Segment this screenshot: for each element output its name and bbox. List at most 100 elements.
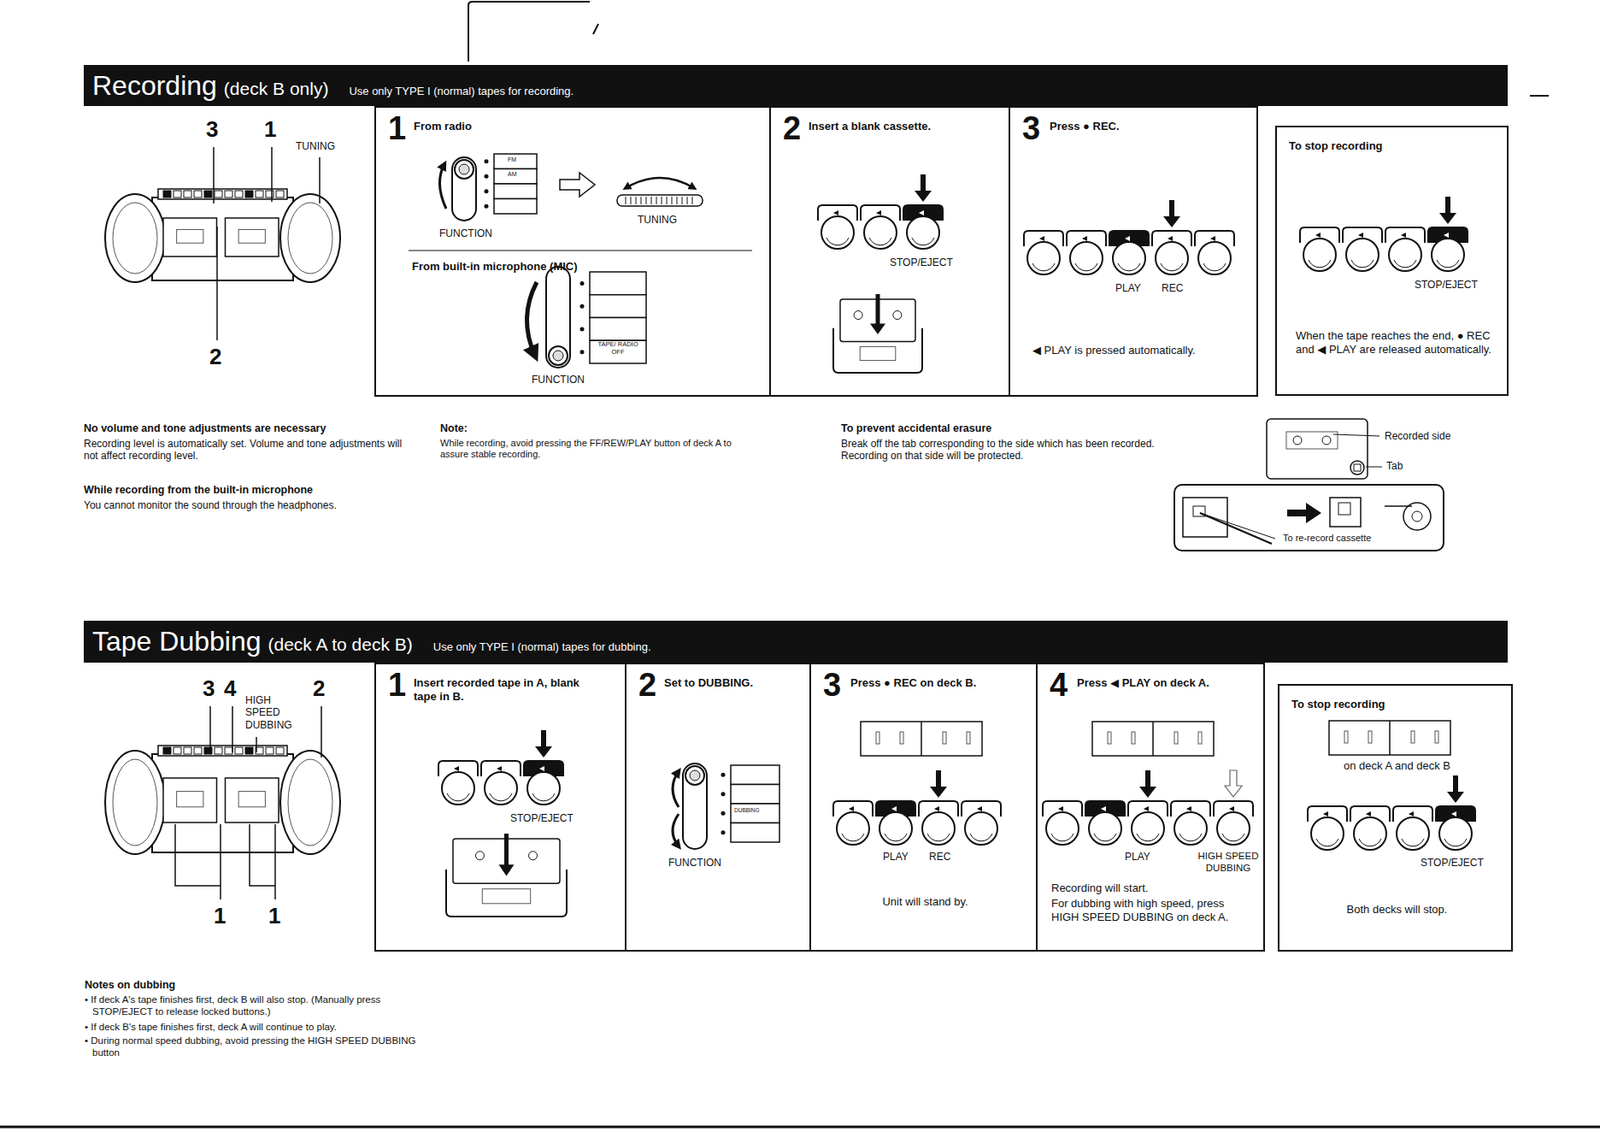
motion-arrow xyxy=(672,770,679,807)
radio-cassette-player xyxy=(112,202,158,274)
motion-arrow xyxy=(672,770,679,807)
radio-cassette-player xyxy=(152,197,294,281)
button-row xyxy=(833,210,839,216)
button-row xyxy=(1353,817,1387,850)
button-row xyxy=(527,771,560,805)
button-row xyxy=(1155,241,1189,275)
leader-line xyxy=(1333,434,1383,467)
button-row xyxy=(1217,811,1250,845)
step-panel: 2Set to DUBBING. xyxy=(624,662,812,952)
button-row xyxy=(1046,811,1079,845)
deck-window xyxy=(1092,721,1214,756)
re-record-illustration xyxy=(1338,502,1351,515)
cassette-tab xyxy=(1293,435,1302,445)
button-row xyxy=(1179,833,1202,842)
tuning-dial xyxy=(617,194,703,206)
radio-cassette-player xyxy=(265,747,274,754)
tuning-dial xyxy=(661,196,663,205)
leader-line xyxy=(213,147,320,341)
step-panel: To stop recordingon deck A and deck BBot… xyxy=(1277,683,1513,952)
deck-window xyxy=(1152,721,1154,756)
step-text: Unit will stand by. xyxy=(811,894,1040,909)
section-subtitle: (deck B only) xyxy=(223,79,330,98)
button-row xyxy=(1174,811,1207,845)
radio-cassette-player xyxy=(280,750,341,854)
tuning-dial xyxy=(630,196,632,205)
button-row xyxy=(1315,232,1321,238)
cassette-holder xyxy=(893,311,902,320)
step-text: From built-in microphone (MIC) xyxy=(411,259,578,274)
re-record-illustration xyxy=(1200,512,1276,539)
tuning-dial xyxy=(666,196,668,205)
function-switch xyxy=(580,281,585,286)
step-panel: 3Press ● REC.◀ PLAY is pressed automatic… xyxy=(1008,105,1259,397)
cassette-holder xyxy=(853,311,863,320)
button-row xyxy=(1051,833,1074,842)
section-header-band: Tape Dubbing(deck A to deck B)Use only T… xyxy=(83,620,1508,663)
part-label: PLAY xyxy=(1115,282,1142,295)
leader-line xyxy=(213,147,320,341)
note-text: HIGH SPEED DUBBING xyxy=(245,694,307,731)
button-row xyxy=(1058,805,1064,812)
note-text: • If deck A's tape finishes first, deck … xyxy=(84,994,418,1018)
part-label: Recorded side xyxy=(1384,429,1451,442)
part-label: PLAY xyxy=(1124,850,1151,863)
part-label: TUNING xyxy=(637,213,677,226)
button-row xyxy=(906,216,940,249)
step-panel: 1Insert recorded tape in A, blank tape i… xyxy=(374,662,627,952)
button-row xyxy=(869,237,892,246)
button-row xyxy=(1396,817,1430,850)
step-number: 3 xyxy=(823,665,842,706)
re-record-illustration xyxy=(1411,511,1423,522)
step-text: Recording will start. xyxy=(1051,881,1148,895)
part-label: TUNING xyxy=(295,140,336,153)
button-row xyxy=(1143,805,1149,812)
re-record-illustration xyxy=(1384,505,1412,507)
function-switch xyxy=(484,158,489,164)
deck-window xyxy=(966,731,971,744)
callout-number: 2 xyxy=(312,675,325,702)
part-label: To prevent accidental erasure xyxy=(841,422,992,436)
deck-window xyxy=(920,721,923,756)
function-switch xyxy=(484,174,489,179)
tuning-dial xyxy=(635,196,637,205)
button-row xyxy=(1131,811,1165,845)
tuning-dial xyxy=(671,196,673,205)
button-row xyxy=(1027,241,1060,275)
part-label: STOP/EJECT xyxy=(889,256,953,269)
note-text: While recording, avoid pressing the FF/R… xyxy=(440,437,757,460)
button-row xyxy=(1222,833,1245,842)
callout-number: 1 xyxy=(268,902,281,930)
radio-cassette-player xyxy=(225,777,280,823)
function-switch xyxy=(730,823,780,843)
cassette-holder xyxy=(870,323,886,335)
button-row xyxy=(976,805,983,812)
function-switch xyxy=(552,350,564,361)
tuning-dial xyxy=(625,177,695,189)
step-text: Press ● REC. xyxy=(1049,119,1120,134)
function-switch xyxy=(546,266,647,368)
step-text: To re-record cassette xyxy=(1282,532,1371,544)
button-row xyxy=(1388,238,1422,271)
tuning-dial xyxy=(651,196,653,205)
callout-number: 1 xyxy=(264,116,277,143)
part-label: REC xyxy=(1161,282,1183,295)
tuning-dial xyxy=(682,196,683,205)
radio-cassette-player xyxy=(158,188,288,200)
part-label: AM xyxy=(507,170,518,178)
function-switch xyxy=(589,340,647,364)
cassette-holder xyxy=(475,851,484,860)
leader-line xyxy=(249,823,276,900)
section-subtitle: (deck A to deck B) xyxy=(267,635,412,653)
function-switch xyxy=(454,159,474,179)
page-rule xyxy=(0,1125,1600,1129)
deck-window xyxy=(1411,730,1415,743)
button-row xyxy=(1112,241,1146,275)
button-row xyxy=(1094,833,1117,842)
part-label: No volume and tone adjustments are neces… xyxy=(83,422,326,436)
step-number: 4 xyxy=(1049,665,1068,706)
radio-cassette-player xyxy=(288,758,333,846)
radio-cassette-player xyxy=(183,747,192,754)
part-label: While recording from the built-in microp… xyxy=(83,483,313,497)
